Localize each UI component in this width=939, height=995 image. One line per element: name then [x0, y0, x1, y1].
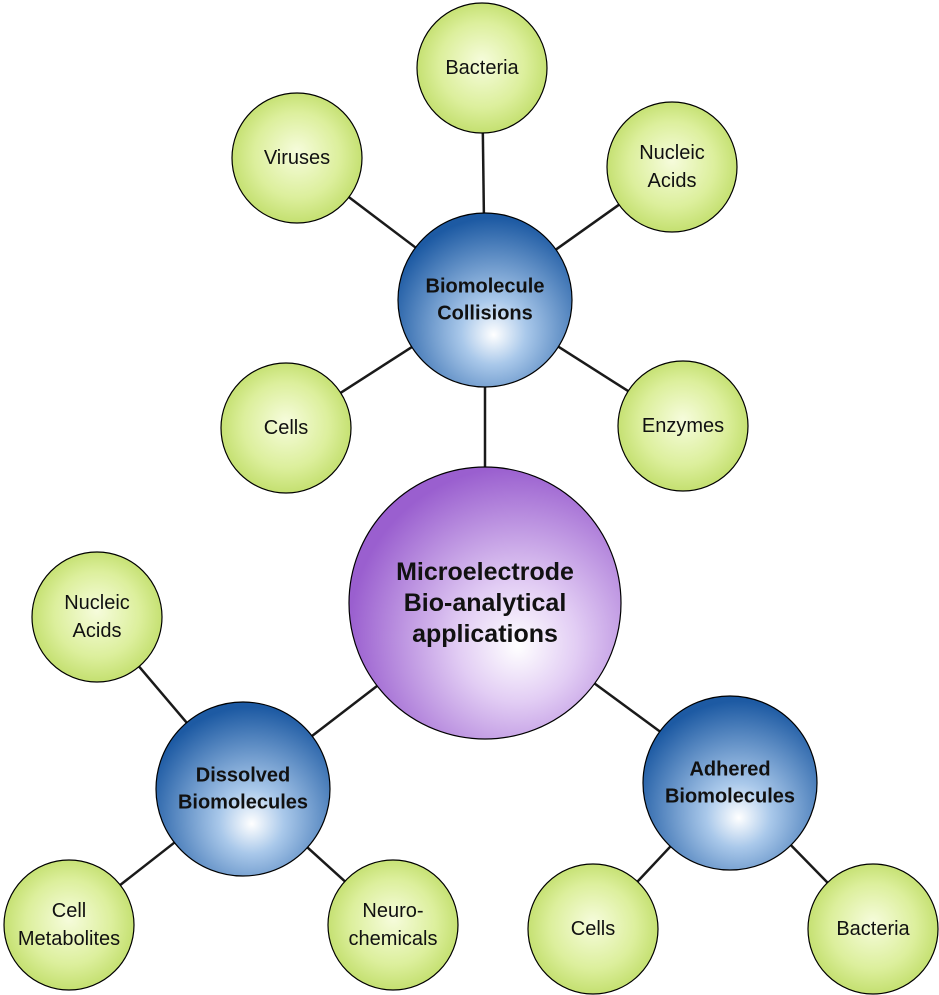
hub-adhered-biomolecules-label: Biomolecules: [665, 786, 795, 808]
leaf-dissolved-biomolecules-neurochemicals-label: Neuro-: [362, 900, 423, 922]
connector-biomolecule-collisions-nucleic-acids: [555, 203, 620, 251]
connector-center-dissolved-biomolecules: [311, 684, 378, 737]
connector-biomolecule-collisions-viruses: [348, 196, 417, 249]
leaf-biomolecule-collisions-cells-circle: [220, 362, 352, 494]
leaf-biomolecule-collisions-bacteria-label: Bacteria: [445, 57, 519, 79]
leaf-dissolved-biomolecules-cell-metabolites-circle: [3, 859, 135, 991]
leaf-dissolved-biomolecules-nucleic-acids-label: Nucleic: [64, 592, 130, 614]
leaf-dissolved-biomolecules-nucleic-acids-label: Acids: [73, 620, 122, 642]
connector-dissolved-biomolecules-cell-metabolites: [119, 841, 176, 886]
leaf-biomolecule-collisions-enzymes-circle: [617, 360, 749, 492]
center-node-label: applications: [412, 620, 558, 648]
connector-center-adhered-biomolecules: [593, 682, 661, 733]
connector-dissolved-biomolecules-nucleic-acids: [138, 665, 188, 724]
hub-biomolecule-collisions-circle: [397, 212, 573, 388]
leaf-biomolecule-collisions-cells-label: Cells: [264, 417, 308, 439]
leaf-biomolecule-collisions-nucleic-acids-label: Acids: [648, 170, 697, 192]
leaf-biomolecule-collisions-bacteria-circle: [416, 2, 548, 134]
leaf-biomolecule-collisions-bacteria: Bacteria: [416, 2, 548, 134]
leaf-adhered-biomolecules-cells: Cells: [527, 863, 659, 995]
leaf-biomolecule-collisions-viruses-label: Viruses: [264, 147, 330, 169]
connector-adhered-biomolecules-bacteria: [789, 844, 829, 884]
leaf-dissolved-biomolecules-neurochemicals: Neuro-chemicals: [327, 859, 459, 991]
leaf-dissolved-biomolecules-neurochemicals-circle: [327, 859, 459, 991]
leaf-biomolecule-collisions-nucleic-acids-label: Nucleic: [639, 142, 705, 164]
leaf-biomolecule-collisions-viruses-circle: [231, 92, 363, 224]
hub-biomolecule-collisions-label: Collisions: [437, 303, 533, 325]
leaf-adhered-biomolecules-bacteria-circle: [807, 863, 939, 995]
center-node-circle: [348, 466, 622, 740]
hub-dissolved-biomolecules-label: Dissolved: [196, 765, 290, 787]
hub-biomolecule-collisions-label: Biomolecule: [426, 276, 545, 298]
leaf-adhered-biomolecules-cells-label: Cells: [571, 918, 615, 940]
leaf-dissolved-biomolecules-neurochemicals-label: chemicals: [349, 928, 438, 950]
connector-dissolved-biomolecules-neurochemicals: [306, 846, 346, 883]
leaf-biomolecule-collisions-enzymes-label: Enzymes: [642, 415, 724, 437]
connector-adhered-biomolecules-cells: [636, 845, 672, 883]
hub-dissolved-biomolecules-label: Biomolecules: [178, 792, 308, 814]
leaf-biomolecule-collisions-enzymes: Enzymes: [617, 360, 749, 492]
center-node-label: Bio-analytical: [404, 589, 567, 617]
center-node-label: Microelectrode: [396, 558, 574, 586]
leaf-biomolecule-collisions-cells: Cells: [220, 362, 352, 494]
hub-adhered-biomolecules-label: Adhered: [689, 759, 770, 781]
connectors: [119, 132, 829, 886]
leaf-dissolved-biomolecules-nucleic-acids-circle: [31, 551, 163, 683]
connector-biomolecule-collisions-cells: [339, 346, 413, 394]
hub-dissolved-biomolecules-circle: [155, 701, 331, 877]
connector-biomolecule-collisions-enzymes: [557, 345, 629, 393]
hub-adhered-biomolecules-circle: [642, 695, 818, 871]
connector-biomolecule-collisions-bacteria: [481, 132, 486, 214]
leaf-dissolved-biomolecules-cell-metabolites-label: Cell: [52, 900, 86, 922]
leaf-biomolecule-collisions-viruses: Viruses: [231, 92, 363, 224]
leaf-biomolecule-collisions-nucleic-acids-circle: [606, 101, 738, 233]
leaf-adhered-biomolecules-bacteria: Bacteria: [807, 863, 939, 995]
leaf-adhered-biomolecules-bacteria-label: Bacteria: [836, 918, 910, 940]
leaf-adhered-biomolecules-cells-circle: [527, 863, 659, 995]
leaf-dissolved-biomolecules-cell-metabolites-label: Metabolites: [18, 928, 120, 950]
